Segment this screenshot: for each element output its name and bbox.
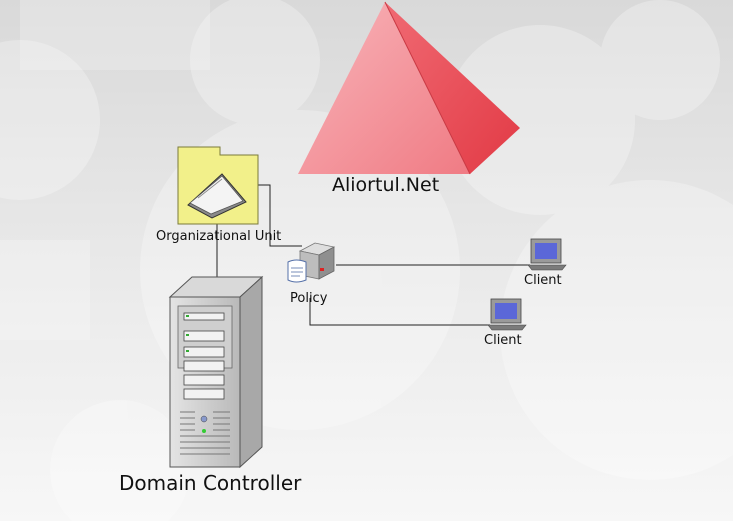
monitor-icon xyxy=(527,238,567,271)
connector-lines xyxy=(216,184,530,326)
folder-icon xyxy=(177,146,259,225)
ou-label: Organizational Unit xyxy=(156,229,282,244)
domain-controller-label: Domain Controller xyxy=(119,471,302,495)
policy-label: Policy xyxy=(290,291,328,306)
domain-label: Aliortul.Net xyxy=(332,174,440,196)
server-tower-icon xyxy=(168,275,264,469)
pyramid-icon xyxy=(298,1,520,175)
monitor-icon xyxy=(487,298,527,331)
client-label: Client xyxy=(524,273,562,288)
client-label: Client xyxy=(484,333,522,348)
background-rects xyxy=(0,0,210,340)
policy-server-icon xyxy=(287,242,336,283)
